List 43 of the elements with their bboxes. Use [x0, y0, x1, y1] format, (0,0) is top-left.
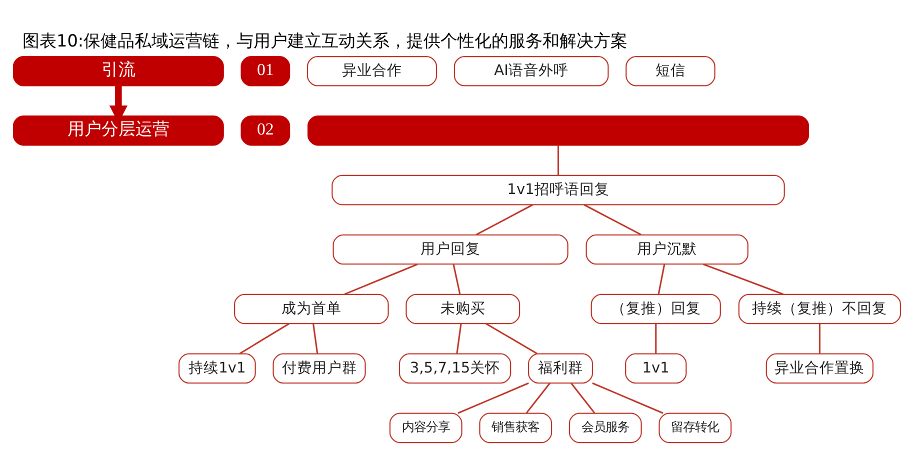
node-box: 销售获客 — [479, 412, 552, 444]
node-box: 未购买 — [406, 294, 520, 324]
node-box: 用户沉默 — [586, 234, 748, 265]
node-box: 持续1v1 — [178, 353, 256, 384]
node-box: 01 — [240, 56, 290, 86]
connector — [818, 324, 820, 354]
node-box: 用户回复 — [332, 234, 568, 265]
node-box: 02 — [240, 115, 290, 146]
node-box: 1v1 — [625, 353, 687, 384]
connector — [456, 324, 462, 354]
node-box: 会员服务 — [568, 412, 642, 444]
node-box: 3,5,7,15关怀 — [398, 353, 512, 384]
node-box: 异业合作置换 — [766, 353, 874, 384]
node-box: 短信 — [626, 56, 716, 86]
connector — [658, 264, 666, 294]
node-box: 1v1招呼语回复 — [332, 174, 785, 206]
connector — [239, 323, 290, 354]
connector — [592, 382, 664, 414]
connector — [344, 263, 418, 295]
node-box: 用户分层运营 — [12, 115, 224, 146]
connector — [486, 323, 538, 354]
node-box: 引流 — [12, 56, 224, 86]
connector — [312, 324, 318, 354]
node-box: 成为首单 — [234, 294, 389, 324]
connector — [584, 204, 642, 236]
connector — [458, 382, 529, 414]
node-box: 内容分享 — [389, 412, 462, 444]
node-box: 异业合作 — [306, 56, 438, 86]
connector — [452, 264, 461, 294]
connector — [570, 382, 596, 414]
connector — [655, 324, 657, 354]
node-box: 付费用户群 — [272, 353, 366, 384]
node-box: 福利群 — [528, 353, 594, 384]
diagram-title: 图表10:保健品私域运营链，与用户建立互动关系，提供个性化的服务和解决方案 — [22, 30, 628, 50]
node-box: 持续（复推）不回复 — [738, 294, 902, 324]
connector — [557, 145, 560, 176]
node-box: AI语音外呼 — [454, 56, 609, 86]
node-box: （复推）回复 — [590, 294, 721, 324]
connector — [702, 263, 784, 295]
connector — [526, 382, 550, 414]
node-box — [308, 115, 810, 146]
node-box: 留存转化 — [658, 412, 732, 444]
connector — [476, 204, 534, 236]
